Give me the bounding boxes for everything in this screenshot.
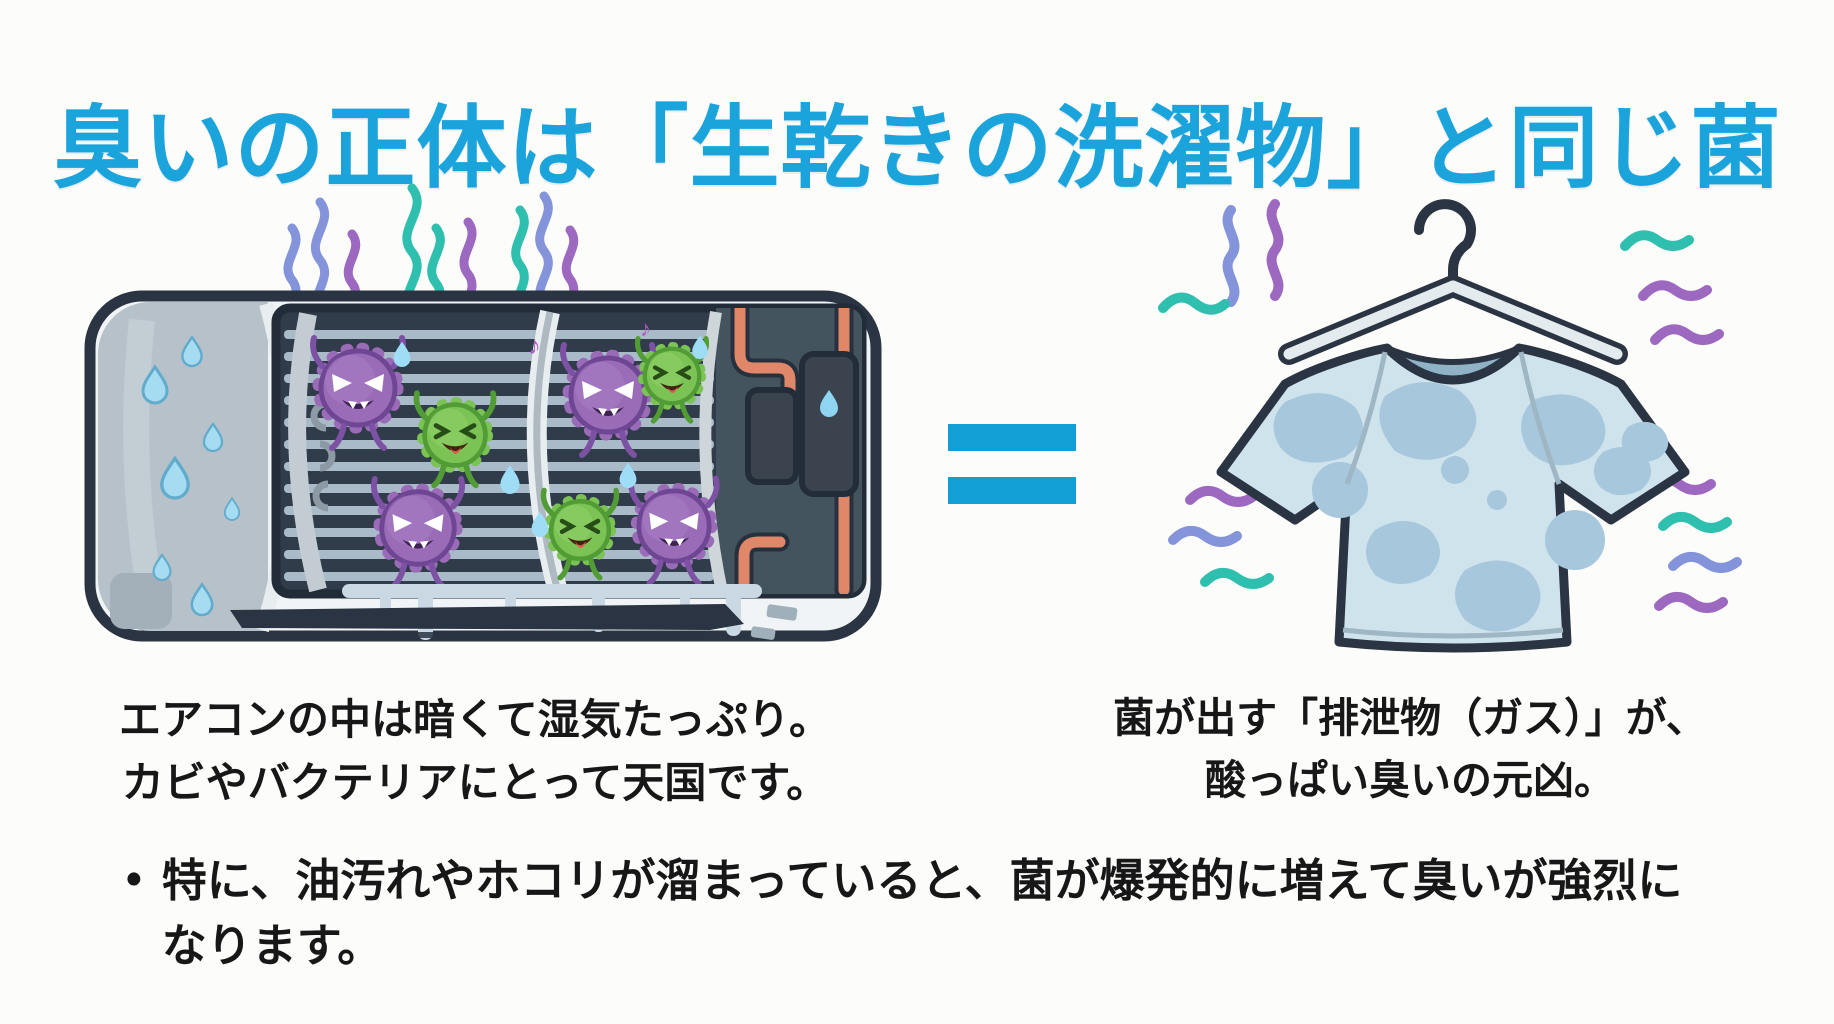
bullet-note: • 特に、油汚れやホコリが溜まっていると、菌が爆発的に増えて臭いが強烈に なりま… — [126, 848, 1794, 979]
equals-sign — [948, 424, 1076, 504]
odor-wave-icon — [1158, 199, 1742, 613]
shirt-body — [1216, 343, 1690, 653]
bullet-note-line-1: 特に、油汚れやホコリが溜まっていると、菌が爆発的に増えて臭いが強烈に — [161, 855, 1683, 906]
shirt-caption: 菌が出す「排泄物（ガス）」が、 酸っぱい臭いの元凶。 — [1040, 688, 1780, 811]
ac-outlet-vent — [230, 604, 798, 640]
damp-tshirt-on-hanger-icon — [1158, 199, 1742, 653]
music-note-icon: ♪ — [640, 316, 651, 341]
equals-top-bar — [948, 424, 1076, 451]
ac-left-blade — [288, 312, 327, 593]
bullet-note-text: 特に、油汚れやホコリが溜まっていると、菌が爆発的に増えて臭いが強烈に なります。 — [162, 848, 1794, 979]
page-title: 臭いの正体は「生乾きの洗濯物」と同じ菌 — [52, 99, 1782, 200]
ac-caption-line-2: カビやバクテリアにとって天国です。 — [121, 759, 829, 806]
ac-component-box — [799, 351, 859, 497]
hanger-icon — [1278, 199, 1628, 365]
shirt-caption-line-2: 酸っぱい臭いの元凶。 — [1205, 756, 1615, 803]
shirt-caption-line-1: 菌が出す「排泄物（ガス）」が、 — [1113, 695, 1707, 741]
ac-pipes-panel — [699, 308, 862, 594]
ac-caption-line-1: エアコンの中は暗くて湿気たっぷり。 — [119, 696, 831, 743]
shirt-seams — [1342, 351, 1564, 639]
music-note-icon: ♪ — [528, 330, 541, 360]
equals-bottom-bar — [948, 477, 1076, 504]
damp-stains — [1273, 382, 1669, 632]
bullet-marker: • — [126, 853, 142, 904]
ac-caption: エアコンの中は暗くて湿気たっぷり。 カビやバクテリアにとって天国です。 — [58, 688, 892, 814]
ac-component-box — [745, 387, 799, 485]
ac-cutaway-window: ♪ ♪ — [271, 303, 867, 599]
bullet-note-line-2: なります。 — [161, 920, 383, 972]
air-conditioner-with-germs-icon: ♪ ♪ — [84, 183, 882, 642]
